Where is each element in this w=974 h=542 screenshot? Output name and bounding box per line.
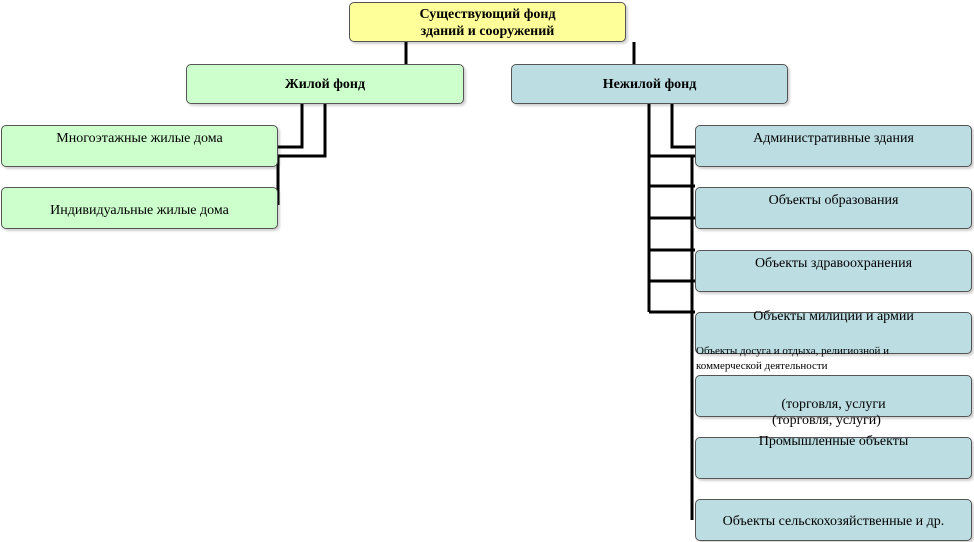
nonresidential-item-agricultural: Объекты сельскохозяйственные и др.	[695, 499, 972, 541]
residential-connector-2	[277, 104, 327, 158]
nonresidential-item-label: Объекты образования	[768, 193, 899, 208]
nonresidential-item-administrative: Административные здания	[695, 125, 972, 167]
root-label-line1: Существующий фонд	[419, 7, 556, 22]
nonresidential-title: Нежилой фонд	[602, 77, 697, 92]
nonresidential-item-label: Объекты милиции и армии	[753, 309, 914, 324]
root-label-line2: зданий и сооружений	[420, 24, 555, 39]
nonresidential-item-industrial: Промышленные объекты	[695, 434, 972, 479]
trade-services-text: (торговля, услуги)	[772, 413, 881, 428]
nonresidential-item-education: Объекты образования	[695, 187, 972, 229]
nonresidential-node: Нежилой фонд	[511, 64, 788, 104]
root-node: Существующий фонд зданий и сооружений	[349, 2, 626, 42]
nonresidential-item-label: Административные здания	[753, 131, 914, 146]
nonresidential-item-healthcare: Объекты здравоохранения	[695, 250, 972, 292]
residential-node: Жилой фонд	[186, 64, 464, 104]
nonresidential-item-label: Промышленные объекты	[758, 434, 909, 449]
residential-item-label: Индивидуальные жилые дома	[50, 203, 229, 218]
nonresidential-item-label: (торговля, услуги	[781, 397, 886, 412]
residential-title: Жилой фонд	[284, 77, 366, 92]
residential-connector-1	[277, 104, 304, 149]
nonresidential-item-police-army: Объекты милиции и армии	[695, 309, 972, 354]
nonresidential-item-label: Объекты здравоохранения	[754, 256, 913, 271]
nonresidential-connector-1	[670, 104, 695, 149]
nonresidential-item-trade: (торговля, услуги	[695, 375, 972, 417]
residential-item-label: Многоэтажные жилые дома	[56, 131, 223, 146]
residential-item-multistorey: Многоэтажные жилые дома	[1, 125, 278, 167]
leisure-objects-text: Объекты досуга и отдыха, религиозной и к…	[696, 345, 890, 372]
residential-item-individual: Индивидуальные жилые дома	[1, 187, 278, 229]
nonresidential-item-label: Объекты сельскохозяйственные и др.	[722, 514, 945, 529]
